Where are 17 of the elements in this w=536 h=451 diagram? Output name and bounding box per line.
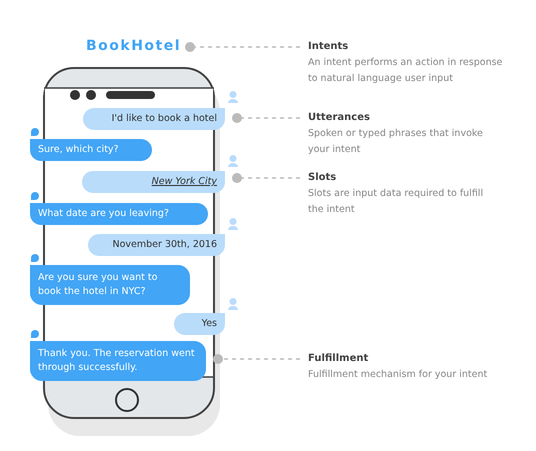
chat-bubble: Yes xyxy=(174,313,225,335)
chat-bubble: I'd like to book a hotel xyxy=(83,108,225,130)
annotation-text: Fulfillment mechanism for your intent xyxy=(308,368,488,382)
annotation-text: Slots are input data required to fulfill the intent xyxy=(308,187,484,217)
intent-name: BookHotel xyxy=(86,37,178,55)
annotation-heading: Fulfillment xyxy=(308,352,370,366)
chat-bubble: Sure, which city? xyxy=(30,139,152,161)
annotation-heading: Utterances xyxy=(308,111,371,125)
chat-bubble: What date are you leaving? xyxy=(30,203,208,225)
annotation-heading: Slots xyxy=(308,171,338,185)
chat-bubble: New York City xyxy=(82,171,225,193)
chat-bubble: Are you sure you want to book the hotel in NYC? xyxy=(30,265,190,305)
chat-bubble: November 30th, 2016 xyxy=(88,234,225,256)
annotation-heading: Intents xyxy=(308,40,350,54)
annotation-text: An intent performs an action in response to natural language user input xyxy=(308,56,504,86)
annotation-text: Spoken or typed phrases that invoke your intent xyxy=(308,127,484,157)
chat-bubble: Thank you. The reservation went through successfully. xyxy=(30,341,206,381)
